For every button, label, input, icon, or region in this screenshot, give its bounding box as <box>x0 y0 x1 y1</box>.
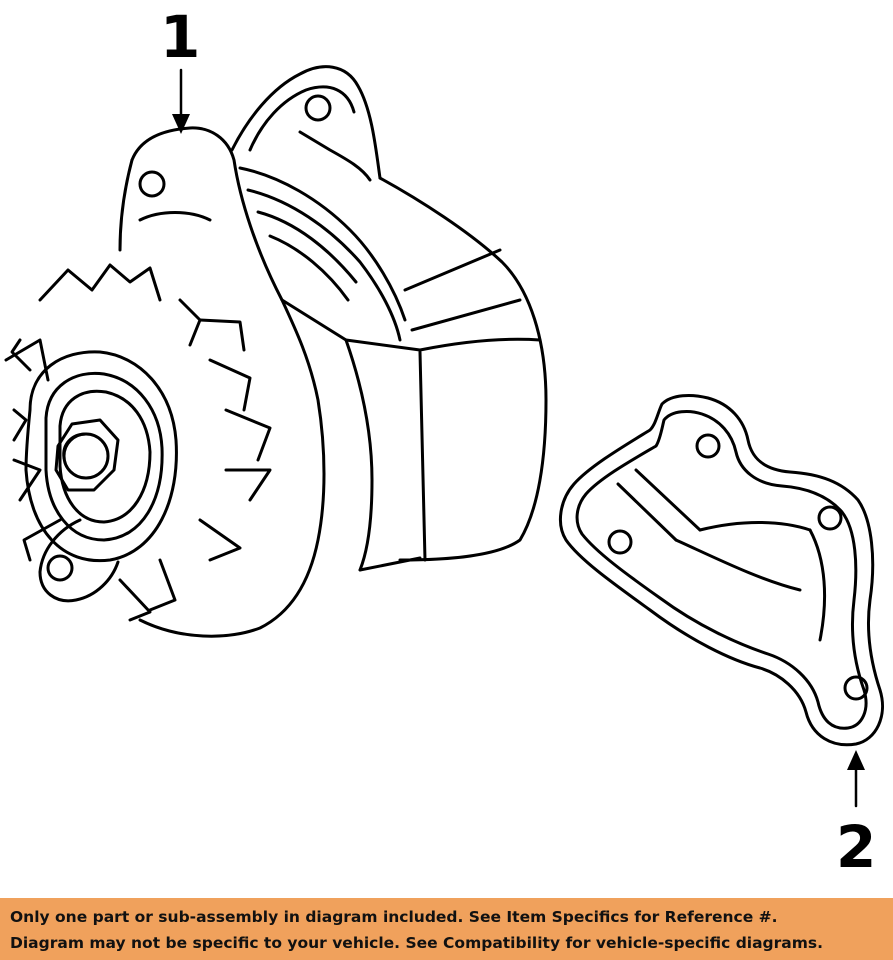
bracket-drawing <box>559 394 884 747</box>
callout-number-2: 2 <box>836 813 877 881</box>
callout-1-arrow <box>172 68 190 134</box>
callout-2-arrow <box>847 750 865 808</box>
alternator-drawing <box>4 65 548 638</box>
disclaimer-line-2: Diagram may not be specific to your vehi… <box>10 934 824 952</box>
disclaimer-line-1: Only one part or sub-assembly in diagram… <box>10 908 778 926</box>
parts-diagram-drawing <box>4 65 884 808</box>
disclaimer-banner: Only one part or sub-assembly in diagram… <box>0 898 893 960</box>
parts-diagram: 1 2 <box>4 3 884 881</box>
callout-number-1: 1 <box>160 3 201 71</box>
